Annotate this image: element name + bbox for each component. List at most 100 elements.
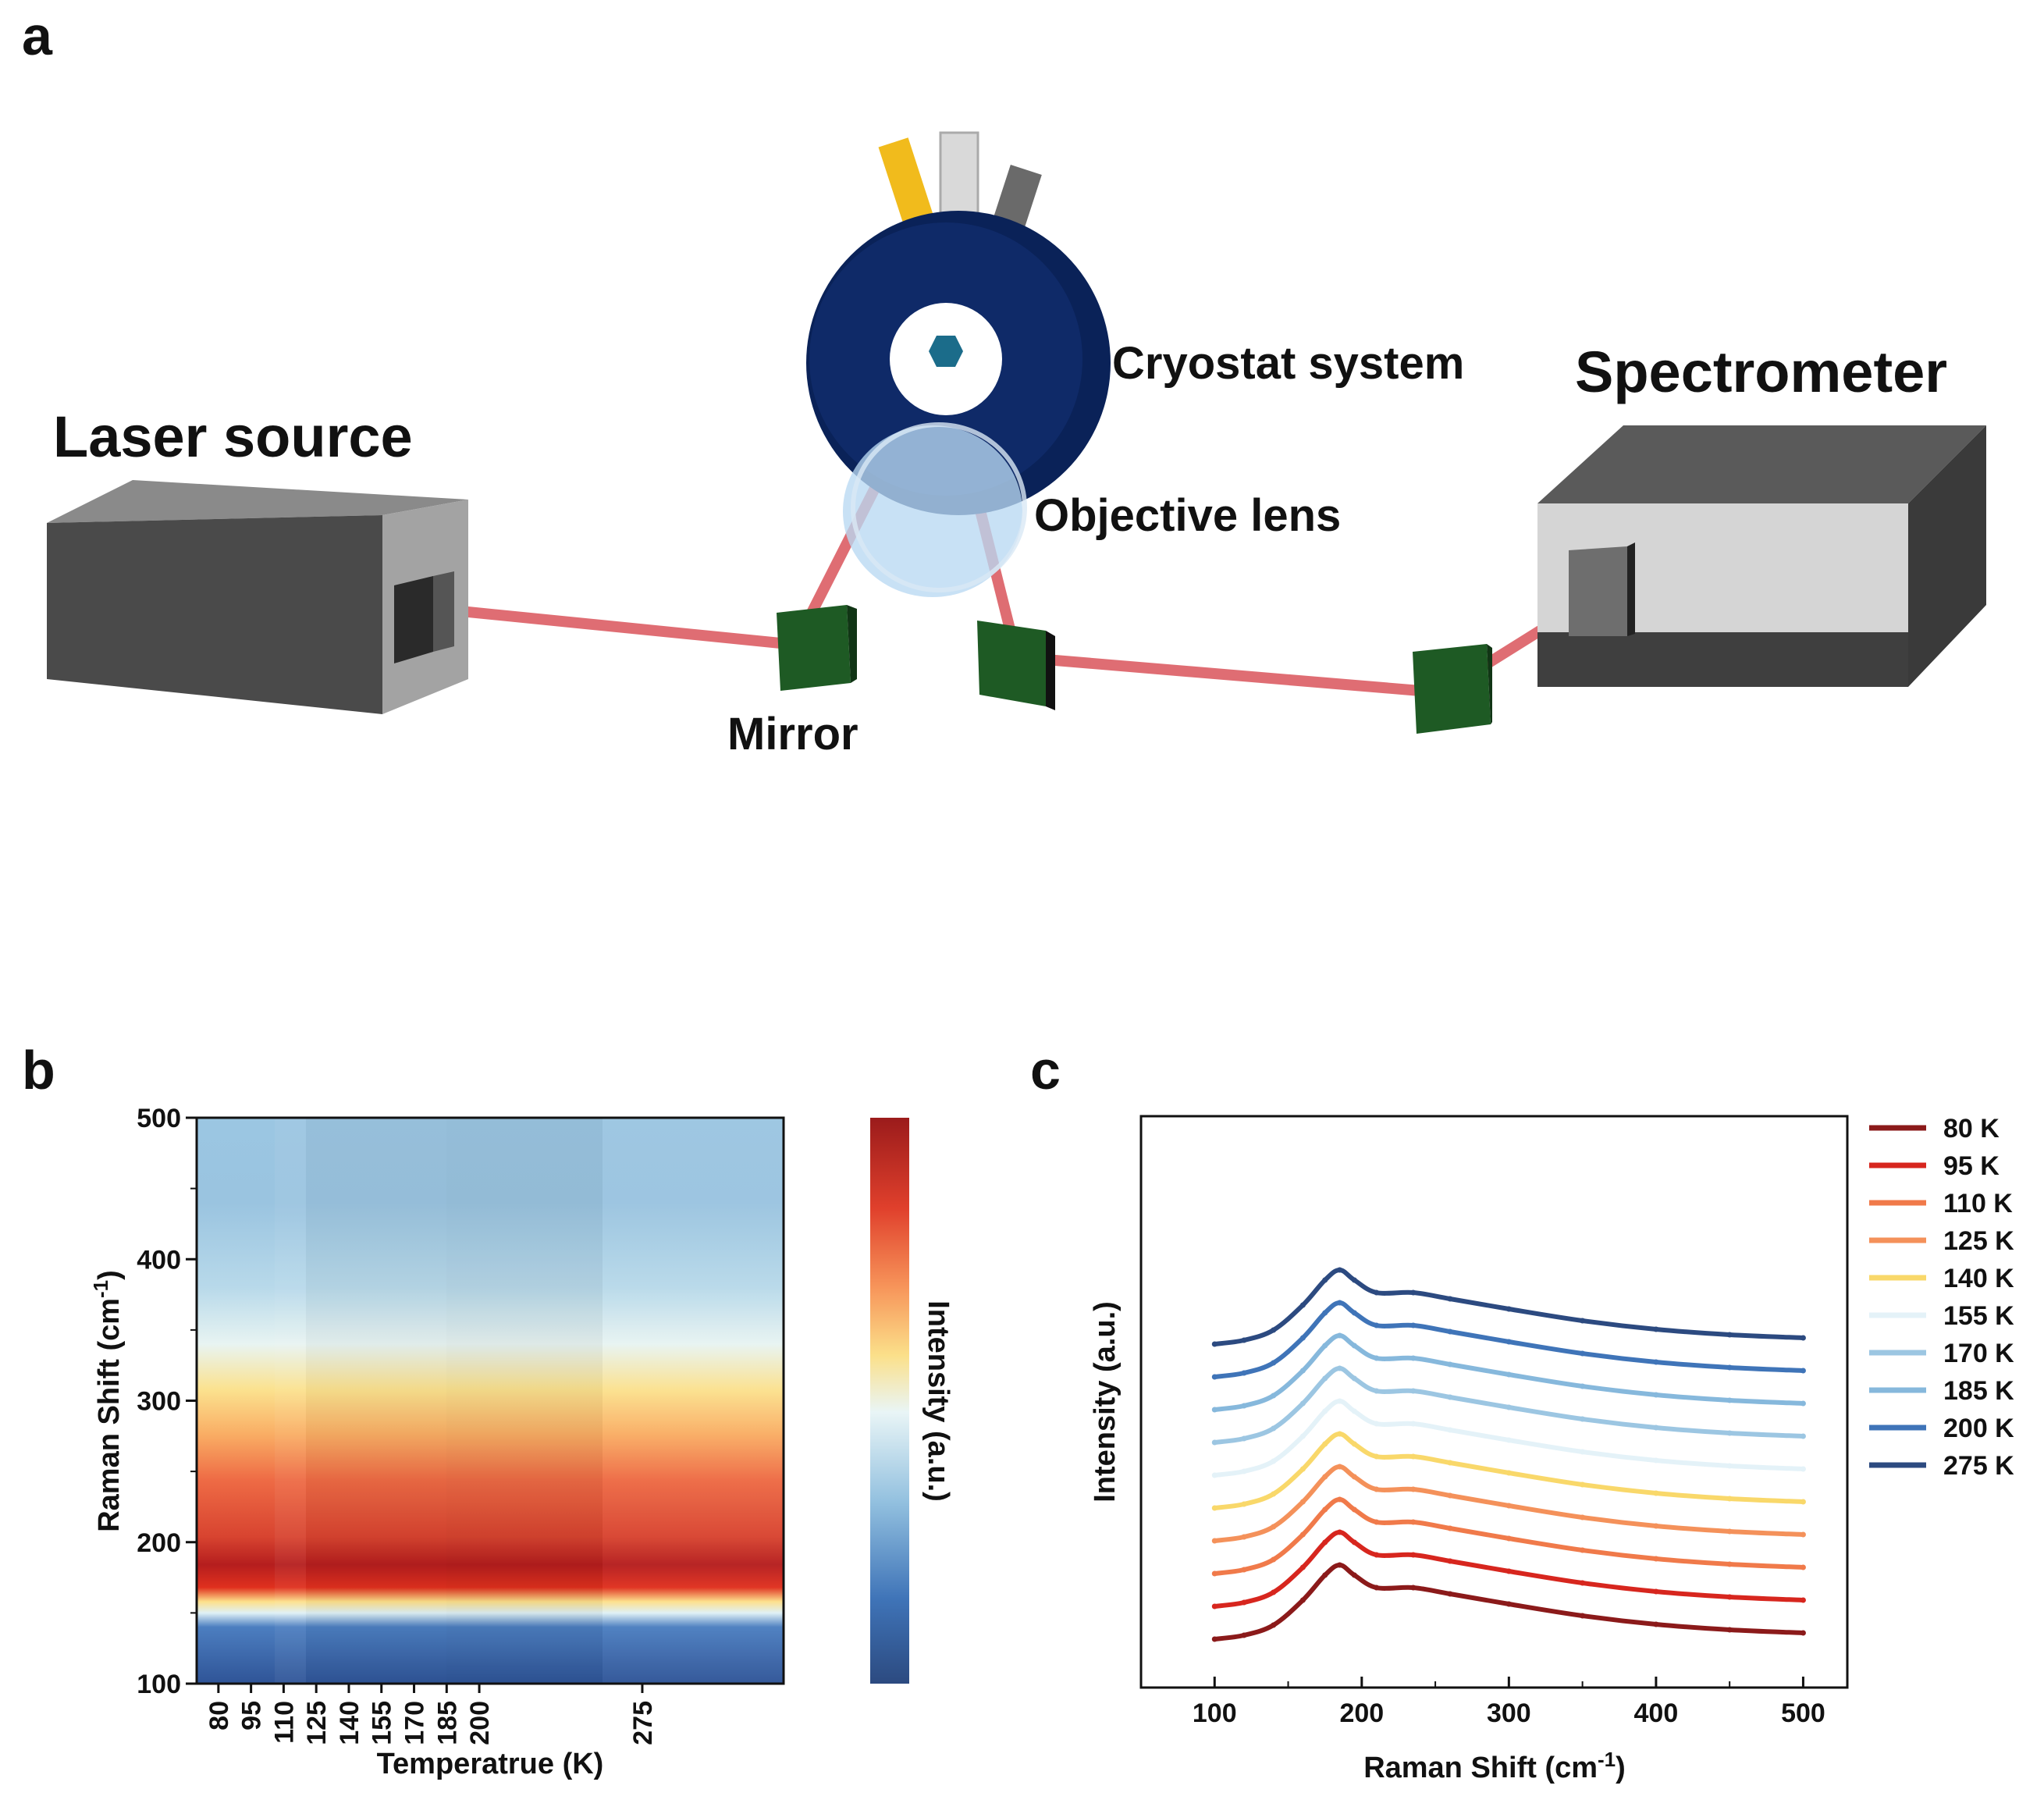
series-point xyxy=(1505,1404,1512,1410)
series-point xyxy=(1322,1572,1328,1578)
series-point xyxy=(1447,1427,1453,1433)
series-point xyxy=(1800,1466,1806,1472)
series-point xyxy=(1726,1496,1733,1502)
series-point xyxy=(1299,1499,1306,1505)
series-point xyxy=(1447,1328,1453,1335)
series-point xyxy=(1299,1302,1306,1308)
series-point xyxy=(1241,1435,1247,1442)
series-point xyxy=(1580,1514,1586,1521)
series-point xyxy=(1653,1621,1659,1627)
series-point xyxy=(1271,1327,1277,1333)
heatmap-x-tick-label: 185 xyxy=(432,1701,462,1745)
series-point xyxy=(1241,1567,1247,1573)
series-point xyxy=(1271,1556,1277,1563)
series-point xyxy=(1726,1594,1733,1600)
heatmap-x-title: Temperatrue (K) xyxy=(377,1748,604,1780)
series-point xyxy=(1800,1433,1806,1439)
legend-label: 155 K xyxy=(1943,1301,2014,1331)
heatmap-field xyxy=(197,1118,784,1684)
laser-source-label: Laser source xyxy=(53,404,413,469)
heatmap-x-tick-label: 80 xyxy=(204,1701,234,1730)
series-point xyxy=(1211,1603,1218,1609)
series-point xyxy=(1374,1585,1380,1591)
series-point xyxy=(1351,1539,1357,1545)
series-point xyxy=(1322,1343,1328,1349)
series-point xyxy=(1299,1400,1306,1407)
series-point xyxy=(1211,1407,1218,1413)
legend-label: 185 K xyxy=(1943,1376,2014,1406)
series-point xyxy=(1580,1318,1586,1324)
series-point xyxy=(1580,1547,1586,1553)
series-point xyxy=(1726,1528,1733,1535)
panel-letter-c: c xyxy=(1030,1040,1061,1101)
cryostat-system xyxy=(806,131,1111,515)
series-point xyxy=(1505,1371,1512,1378)
series-point xyxy=(1241,1501,1247,1507)
series-point xyxy=(1211,1472,1218,1478)
series-point xyxy=(1322,1506,1328,1513)
series-point xyxy=(1322,1408,1328,1414)
series-point xyxy=(1374,1453,1380,1460)
series-point xyxy=(1241,1632,1247,1638)
series-point xyxy=(1271,1458,1277,1464)
series-point xyxy=(1241,1403,1247,1409)
series-point xyxy=(1351,1506,1357,1513)
series-point xyxy=(1580,1481,1586,1488)
spectrometer-label: Spectrometer xyxy=(1575,340,1947,404)
series-point xyxy=(1351,1572,1357,1578)
series-point xyxy=(1726,1627,1733,1633)
series-point xyxy=(1505,1568,1512,1574)
series-point xyxy=(1337,1562,1343,1568)
series-point xyxy=(1800,1400,1806,1407)
series-point xyxy=(1322,1375,1328,1382)
series-point xyxy=(1271,1491,1277,1497)
objective-lens xyxy=(843,422,1027,597)
series-point xyxy=(1351,1408,1357,1414)
heatmap-x-tick-label: 95 xyxy=(237,1701,267,1730)
heatmap-y-title: Raman Shift (cm-1) xyxy=(89,1270,126,1532)
series-point xyxy=(1374,1421,1380,1427)
series-point xyxy=(1211,1570,1218,1577)
series-point xyxy=(1653,1326,1659,1332)
series-point xyxy=(1447,1361,1453,1368)
series-point xyxy=(1211,1374,1218,1380)
spectrometer-box xyxy=(1537,425,1986,687)
series-point xyxy=(1374,1322,1380,1328)
series-point xyxy=(1299,1597,1306,1603)
series-point xyxy=(1337,1529,1343,1535)
series-point xyxy=(1241,1534,1247,1540)
series-point xyxy=(1299,1531,1306,1538)
series-point xyxy=(1410,1453,1417,1460)
series-point xyxy=(1299,1466,1306,1472)
series-point xyxy=(1351,1474,1357,1480)
series-point xyxy=(1580,1416,1586,1422)
series-point xyxy=(1800,1597,1806,1603)
series-point xyxy=(1580,1449,1586,1455)
series-point xyxy=(1211,1505,1218,1511)
colorbar xyxy=(870,1118,909,1684)
series-point xyxy=(1241,1599,1247,1606)
series-point xyxy=(1271,1393,1277,1399)
series-point xyxy=(1374,1519,1380,1525)
series-point xyxy=(1299,1335,1306,1341)
line-x-tick-label: 400 xyxy=(1634,1698,1679,1728)
series-point xyxy=(1211,1439,1218,1446)
series-point xyxy=(1653,1359,1659,1365)
heatmap-x-tick-label: 200 xyxy=(465,1701,495,1745)
line-x-tick-label: 100 xyxy=(1193,1698,1237,1728)
series-point xyxy=(1374,1486,1380,1492)
series-point xyxy=(1241,1370,1247,1376)
series-point xyxy=(1337,1464,1343,1470)
series-point xyxy=(1351,1441,1357,1447)
series-point xyxy=(1211,1538,1218,1544)
legend-label: 110 K xyxy=(1943,1189,2013,1218)
legend-label: 200 K xyxy=(1943,1414,2014,1443)
series-point xyxy=(1410,1388,1417,1394)
series-point xyxy=(1337,1496,1343,1503)
series-point xyxy=(1241,1468,1247,1474)
